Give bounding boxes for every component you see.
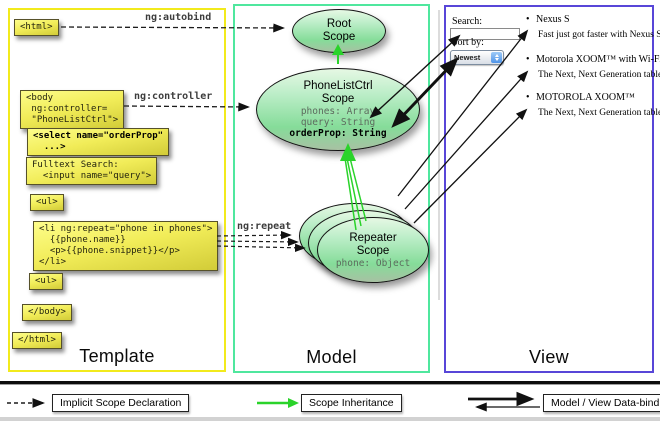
label-ng-repeat: ng:repeat <box>237 221 292 232</box>
code-box-li-repeat: <li ng:repeat="phone in phones"> {{phone… <box>33 221 219 271</box>
legend-divider-line <box>0 381 660 385</box>
label-ng-autobind: ng:autobind <box>145 12 212 23</box>
legend-implicit-scope-declaration: Implicit Scope Declaration <box>52 394 190 412</box>
repeater-scope-ellipse-front: Repeater Scope phone: Object <box>317 217 429 283</box>
view-item-title: •Motorola XOOM™ with Wi-Fi <box>526 54 660 65</box>
label-ng-controller: ng:controller <box>134 91 213 102</box>
sort-dropdown[interactable]: Newest <box>450 50 504 65</box>
code-box-ul-close: <ul> <box>29 273 63 290</box>
code-box-html-close: </html> <box>12 332 62 349</box>
search-label: Search: <box>452 16 482 27</box>
code-box-select: <select name="orderProp" ...> <box>27 128 170 156</box>
legend-scope-inheritance: Scope Inheritance <box>301 394 402 412</box>
code-box-fulltext-search: Fulltext Search: <input name="query"> <box>26 157 158 185</box>
template-panel-title: Template <box>79 346 155 366</box>
code-box-body-close: </body> <box>22 304 72 321</box>
root-scope-title: Root Scope <box>322 18 356 43</box>
view-item-desc: Fast just got faster with Nexus S. <box>538 30 660 40</box>
model-panel-title: Model <box>306 347 357 367</box>
phonelistctrl-scope-ellipse: PhoneListCtrl Scope phones: Array query:… <box>256 68 420 151</box>
code-box-html-open: <html> <box>14 19 59 36</box>
code-box-ul-open: <ul> <box>30 194 64 211</box>
sort-by-label: Sort by: <box>452 37 484 48</box>
view-item-title: •Nexus S <box>526 14 570 25</box>
legend-green-arrowhead-icon <box>288 398 299 408</box>
bullet-icon: • <box>526 54 530 65</box>
phonelistctrl-scope-title: PhoneListCtrl Scope <box>303 80 373 105</box>
bullet-icon: • <box>526 92 530 103</box>
code-box-body-open: <body ng:controller= "PhoneListCtrl"> <box>20 90 125 129</box>
view-panel-title: View <box>529 347 569 367</box>
phonelistctrl-prop-phones: phones: Array <box>300 106 376 117</box>
phonelistctrl-prop-query: query: String <box>300 117 376 128</box>
phonelistctrl-prop-orderprop: orderProp: String <box>289 128 387 139</box>
model-panel: Model <box>233 4 430 373</box>
view-item-title: •MOTOROLA XOOM™ <box>526 92 635 103</box>
repeater-prop-phone: phone: Object <box>335 257 411 269</box>
bullet-icon: • <box>526 14 530 25</box>
view-item-desc: The Next, Next Generation tablet. <box>538 108 660 118</box>
sort-dropdown-value: Newest <box>454 53 481 62</box>
repeater-scope-title: Repeater Scope <box>349 231 397 257</box>
legend-model-view-databinding: Model / View Data-binding <box>543 394 660 412</box>
dropdown-stepper-icon <box>491 52 502 63</box>
bottom-edge-strip <box>0 417 660 421</box>
root-scope-ellipse: Root Scope <box>292 9 386 53</box>
view-item-desc: The Next, Next Generation tablet. <box>538 70 660 80</box>
